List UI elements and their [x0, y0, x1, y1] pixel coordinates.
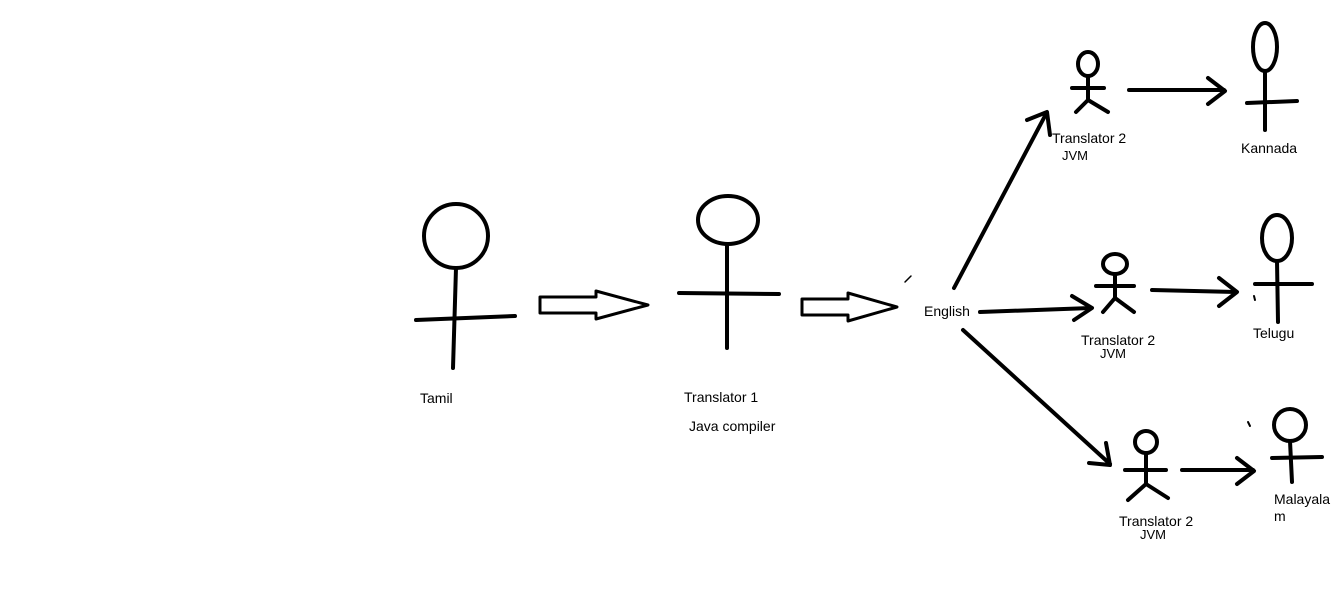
translator2-bot-figure	[1123, 429, 1170, 502]
label-java-compiler: Java compiler	[689, 418, 776, 434]
label-kannada: Kannada	[1241, 140, 1298, 156]
malayalam-figure	[1270, 407, 1324, 484]
label-translator2-top: Translator 2	[1052, 130, 1127, 146]
hollow-arrow-1	[538, 289, 650, 321]
translator2-mid-figure	[1094, 252, 1136, 314]
kannada-figure	[1245, 21, 1299, 132]
hollow-arrow-2	[800, 291, 899, 323]
tamil-figure	[414, 202, 517, 370]
arrow-mid-to-telugu	[1150, 276, 1239, 308]
translator2-top-figure	[1070, 50, 1110, 114]
label-malayalam-line1: Malayala	[1274, 491, 1331, 507]
label-translator2-bot: Translator 2	[1119, 513, 1194, 529]
label-jvm-top: JVM	[1062, 148, 1088, 163]
translator1-figure	[677, 194, 781, 350]
label-jvm-bot: JVM	[1140, 527, 1166, 542]
label-translator1: Translator 1	[684, 389, 759, 405]
arrow-english-to-mid	[978, 294, 1094, 322]
arrow-english-to-top	[952, 110, 1052, 290]
label-tamil: Tamil	[420, 390, 453, 406]
arrow-bot-to-malayalam	[1180, 456, 1256, 486]
arrow-english-to-bot	[961, 328, 1112, 467]
label-translator2-mid: Translator 2	[1081, 332, 1156, 348]
label-jvm-mid: JVM	[1100, 346, 1126, 361]
arrow-top-to-kannada	[1127, 76, 1227, 106]
label-english: English	[924, 303, 970, 319]
label-malayalam-line2: m	[1274, 508, 1286, 524]
telugu-figure	[1253, 213, 1314, 324]
label-telugu: Telugu	[1253, 325, 1295, 341]
